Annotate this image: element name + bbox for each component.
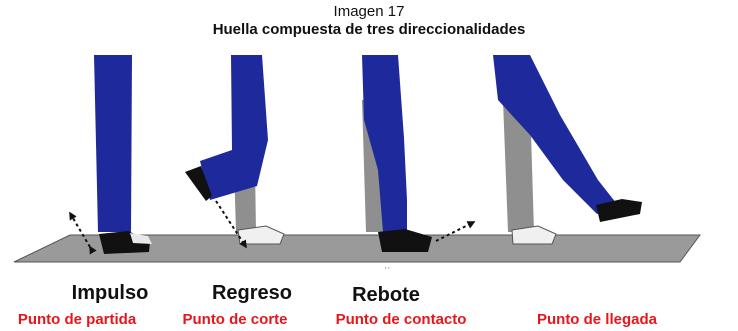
leg-trousers xyxy=(200,55,268,200)
support-shoe-white xyxy=(237,225,285,245)
tick-mark: ′ ′ xyxy=(385,267,390,274)
figure-rebote: ′ ′ xyxy=(362,55,476,274)
support-leg xyxy=(503,100,534,232)
step-label-regreso: Regreso xyxy=(211,282,293,304)
shoe xyxy=(185,166,212,201)
figure-impulso xyxy=(69,55,152,255)
shoe xyxy=(378,229,432,252)
shoe-white-tap xyxy=(130,233,152,244)
arrow xyxy=(69,211,97,255)
figure-llegada xyxy=(493,55,642,245)
point-label-contacto: Punto de contacto xyxy=(335,311,467,328)
support-shoe-white xyxy=(511,225,557,245)
step-label-rebote: Rebote xyxy=(352,284,420,306)
arrow xyxy=(435,221,476,242)
point-label-partida: Punto de partida xyxy=(17,311,137,328)
point-label-llegada: Punto de llegada xyxy=(536,311,657,328)
leg-trousers xyxy=(493,55,620,214)
leg-trousers xyxy=(362,55,407,232)
figure-regreso xyxy=(185,55,285,249)
figure-title: Huella compuesta de tres direccionalidad… xyxy=(212,21,526,38)
step-label-impulso: Impulso xyxy=(71,282,149,304)
figure-label: Imagen 17 xyxy=(333,3,405,20)
shoe xyxy=(596,199,642,222)
point-label-corte: Punto de corte xyxy=(182,311,288,328)
leg-trousers xyxy=(94,55,132,232)
